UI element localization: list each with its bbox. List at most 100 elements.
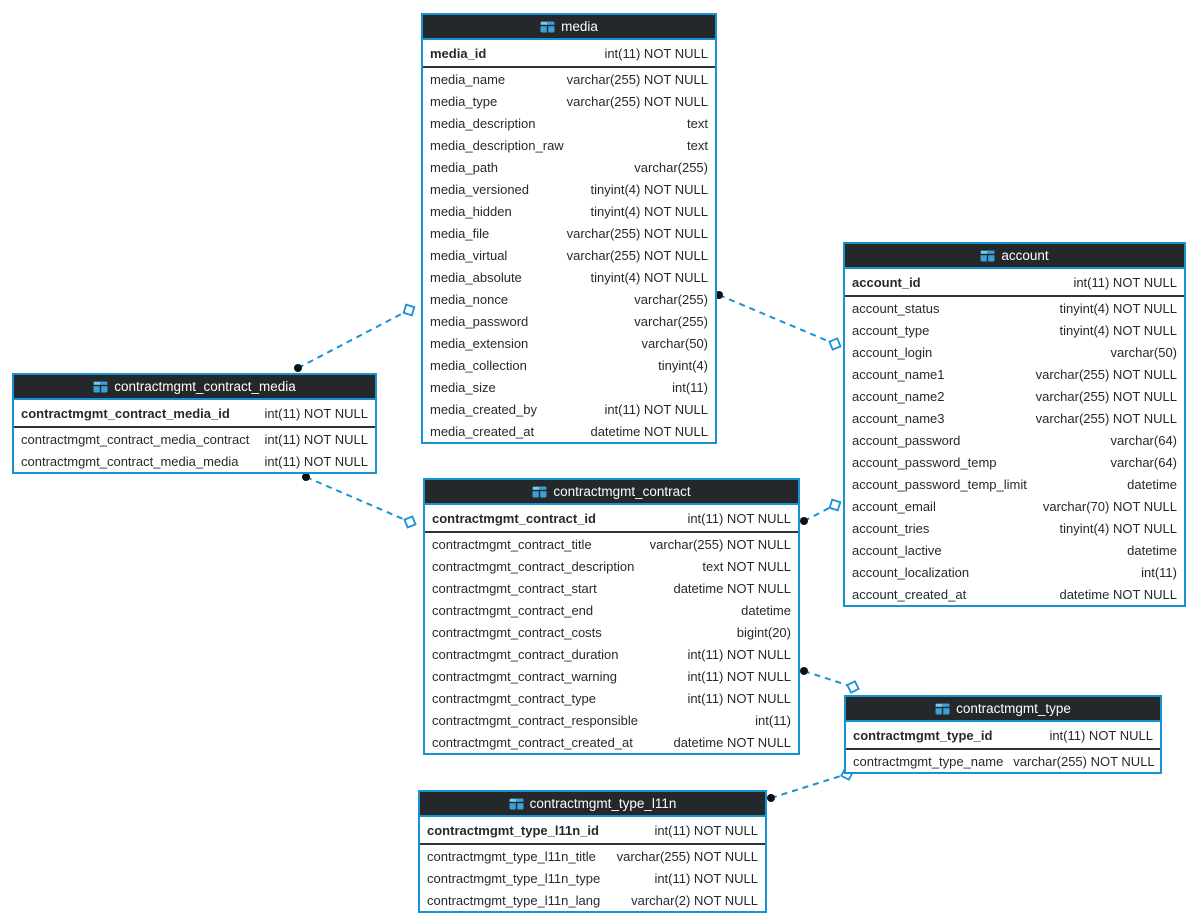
table-header[interactable]: contractmgmt_type_l11n xyxy=(420,792,765,815)
column-name: contractmgmt_contract_start xyxy=(432,580,597,596)
column-name: media_created_by xyxy=(430,401,537,417)
column-type: int(11) NOT NULL xyxy=(1073,274,1177,290)
table-body: contractmgmt_type_l11n_title varchar(255… xyxy=(420,845,765,911)
column-name: account_name3 xyxy=(852,410,945,426)
column-type: text NOT NULL xyxy=(702,558,791,574)
table-title: media xyxy=(561,19,598,34)
relationship-diamond-endpoint xyxy=(846,680,860,694)
column-name: contractmgmt_contract_description xyxy=(432,558,635,574)
column-name: account_login xyxy=(852,344,933,360)
table-body: account_status tinyint(4) NOT NULL accou… xyxy=(845,297,1184,605)
table-row: account_type tinyint(4) NOT NULL xyxy=(845,319,1184,341)
column-name: media_file xyxy=(430,225,490,241)
table-row: media_description_raw text xyxy=(423,134,715,156)
table-row: contractmgmt_contract_media_media int(11… xyxy=(14,450,375,472)
connector-contract-to-type[interactable] xyxy=(800,667,861,695)
table-row: account_created_at datetime NOT NULL xyxy=(845,583,1184,605)
column-name: account_password_temp xyxy=(852,454,997,470)
table-row: media_size int(11) xyxy=(423,376,715,398)
relationship-line xyxy=(803,504,836,522)
table-icon xyxy=(532,486,548,498)
column-name: contractmgmt_contract_media_contract xyxy=(21,431,250,447)
table-contractmgmt_contract[interactable]: contractmgmt_contract contractmgmt_contr… xyxy=(423,478,800,755)
primary-key-row: media_id int(11) NOT NULL xyxy=(423,38,715,68)
column-name: contractmgmt_contract_responsible xyxy=(432,712,638,728)
column-name: media_nonce xyxy=(430,291,509,307)
column-type: varchar(2) NOT NULL xyxy=(631,892,758,908)
column-name: contractmgmt_type_l11n_type xyxy=(427,870,601,886)
column-name: media_name xyxy=(430,71,506,87)
connector-contract_media-to-contract[interactable] xyxy=(302,473,418,530)
connector-media-to-account[interactable] xyxy=(715,291,843,352)
table-row: account_password_temp varchar(64) xyxy=(845,451,1184,473)
table-row: contractmgmt_type_l11n_lang varchar(2) N… xyxy=(420,889,765,911)
primary-key-row: contractmgmt_contract_media_id int(11) N… xyxy=(14,398,375,428)
column-name: contractmgmt_contract_created_at xyxy=(432,734,633,750)
relationship-diamond-endpoint xyxy=(828,337,842,351)
table-title: contractmgmt_type xyxy=(956,701,1071,716)
column-type: int(11) NOT NULL xyxy=(687,668,791,684)
table-row: media_hidden tinyint(4) NOT NULL xyxy=(423,200,715,222)
table-header[interactable]: contractmgmt_type xyxy=(846,697,1160,720)
table-contractmgmt_contract_media[interactable]: contractmgmt_contract_media contractmgmt… xyxy=(12,373,377,474)
column-name: contractmgmt_contract_end xyxy=(432,602,594,618)
table-row: account_name1 varchar(255) NOT NULL xyxy=(845,363,1184,385)
connector-contract-to-account[interactable] xyxy=(800,497,843,525)
table-row: media_versioned tinyint(4) NOT NULL xyxy=(423,178,715,200)
table-row: account_localization int(11) xyxy=(845,561,1184,583)
column-type: varchar(64) xyxy=(1110,432,1177,448)
column-type: varchar(255) NOT NULL xyxy=(1035,366,1177,382)
column-type: tinyint(4) NOT NULL xyxy=(1059,300,1177,316)
column-type: int(11) NOT NULL xyxy=(687,510,791,526)
column-name: account_name1 xyxy=(852,366,945,382)
column-type: bigint(20) xyxy=(736,624,791,640)
table-row: account_lactive datetime xyxy=(845,539,1184,561)
table-media[interactable]: media media_id int(11) NOT NULL media_na… xyxy=(421,13,717,444)
column-name: contractmgmt_contract_warning xyxy=(432,668,617,684)
table-row: contractmgmt_contract_duration int(11) N… xyxy=(425,643,798,665)
table-header[interactable]: contractmgmt_contract_media xyxy=(14,375,375,398)
table-account[interactable]: account account_id int(11) NOT NULL acco… xyxy=(843,242,1186,607)
table-row: contractmgmt_type_l11n_type int(11) NOT … xyxy=(420,867,765,889)
column-name: contractmgmt_contract_type xyxy=(432,690,597,706)
column-type: datetime NOT NULL xyxy=(590,423,708,439)
table-row: media_virtual varchar(255) NOT NULL xyxy=(423,244,715,266)
table-contractmgmt_type[interactable]: contractmgmt_type contractmgmt_type_id i… xyxy=(844,695,1162,774)
table-row: media_password varchar(255) xyxy=(423,310,715,332)
column-name: contractmgmt_contract_title xyxy=(432,536,592,552)
column-name: account_localization xyxy=(852,564,970,580)
table-row: contractmgmt_type_name varchar(255) NOT … xyxy=(846,750,1160,772)
table-contractmgmt_type_l11n[interactable]: contractmgmt_type_l11n contractmgmt_type… xyxy=(418,790,767,913)
column-type: int(11) NOT NULL xyxy=(264,453,368,469)
table-body: contractmgmt_type_name varchar(255) NOT … xyxy=(846,750,1160,772)
column-type: varchar(70) NOT NULL xyxy=(1042,498,1177,514)
column-name: account_id xyxy=(852,274,921,290)
column-name: contractmgmt_type_l11n_lang xyxy=(427,892,601,908)
table-row: media_absolute tinyint(4) NOT NULL xyxy=(423,266,715,288)
table-header[interactable]: contractmgmt_contract xyxy=(425,480,798,503)
table-header[interactable]: account xyxy=(845,244,1184,267)
relationship-dot-endpoint xyxy=(294,364,302,372)
table-header[interactable]: media xyxy=(423,15,715,38)
table-row: media_extension varchar(50) xyxy=(423,332,715,354)
connector-contract_media-to-media[interactable] xyxy=(294,302,417,372)
table-icon xyxy=(508,798,524,810)
relationship-line xyxy=(297,309,410,369)
column-name: account_type xyxy=(852,322,930,338)
column-name: account_lactive xyxy=(852,542,942,558)
column-type: varchar(255) NOT NULL xyxy=(1035,410,1177,426)
column-name: media_virtual xyxy=(430,247,508,263)
column-type: varchar(255) NOT NULL xyxy=(649,536,791,552)
table-title: contractmgmt_type_l11n xyxy=(529,796,677,811)
relationship-diamond-endpoint xyxy=(403,515,417,529)
column-type: varchar(64) xyxy=(1110,454,1177,470)
table-row: media_type varchar(255) NOT NULL xyxy=(423,90,715,112)
table-title: contractmgmt_contract xyxy=(553,484,691,499)
column-name: media_extension xyxy=(430,335,529,351)
column-type: text xyxy=(687,137,708,153)
column-type: tinyint(4) xyxy=(658,357,708,373)
table-row: contractmgmt_contract_start datetime NOT… xyxy=(425,577,798,599)
column-type: varchar(255) NOT NULL xyxy=(566,93,708,109)
connector-type_l11n-to-type[interactable] xyxy=(767,766,855,802)
